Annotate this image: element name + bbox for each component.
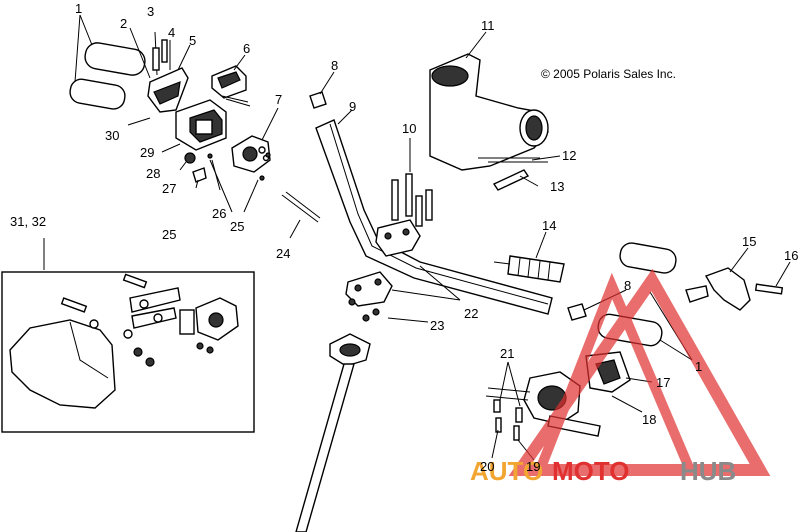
callout-5: 5 [189, 33, 196, 48]
callout-16: 16 [784, 248, 798, 263]
callout-2: 2 [120, 16, 127, 31]
callout-11: 11 [481, 18, 495, 33]
callout-30: 30 [105, 128, 119, 143]
callout-15: 15 [742, 234, 756, 249]
hand-guard-right [704, 267, 751, 311]
callout-29: 29 [140, 145, 154, 160]
callout-18: 18 [642, 412, 656, 427]
callout-4: 4 [168, 25, 175, 40]
right-grip [493, 255, 565, 283]
callout-13: 13 [550, 179, 564, 194]
watermark-moto: MOTO [552, 456, 630, 486]
clamp-bolts [391, 173, 433, 227]
bar-clamps [345, 219, 421, 322]
grip-right-upper [619, 242, 677, 274]
callout-10: 10 [402, 121, 416, 136]
copyright-text: © 2005 Polaris Sales Inc. [541, 67, 676, 81]
callout-7: 7 [275, 92, 282, 107]
callout-1: 1 [75, 1, 82, 16]
callout-8-right: 8 [624, 278, 631, 293]
callout-20: 20 [480, 459, 494, 474]
cable [281, 194, 319, 223]
kill-switch [211, 65, 251, 107]
callout-3: 3 [147, 4, 154, 19]
end-cap [309, 91, 327, 109]
callout-22: 22 [464, 306, 478, 321]
throttle-housing [231, 135, 271, 173]
callout-27: 27 [162, 181, 176, 196]
callout-24: 24 [276, 246, 290, 261]
inset-box [1, 238, 255, 433]
pad-strap [478, 157, 548, 163]
callout-25b: 25 [230, 219, 244, 234]
handlebar-pad [429, 53, 549, 171]
callout-8: 8 [331, 58, 338, 73]
steering-post [295, 333, 371, 532]
watermark-text: AUTO MOTO HUB [470, 456, 736, 486]
handlebar [315, 119, 553, 315]
left-grip [69, 42, 146, 110]
callout-6: 6 [243, 41, 250, 56]
callout-19: 19 [526, 459, 540, 474]
screws-2-3-4 [129, 27, 191, 79]
watermark-auto: AUTO [470, 456, 543, 486]
callout-1-right: 1 [695, 359, 702, 374]
callout-12: 12 [562, 148, 576, 163]
callout-23: 23 [430, 318, 444, 333]
callout-17: 17 [656, 375, 670, 390]
watermark-hub: HUB [680, 456, 736, 486]
switch-housing [175, 99, 227, 151]
callout-21: 21 [500, 346, 514, 361]
callout-14: 14 [542, 218, 556, 233]
callout-25a: 25 [162, 227, 176, 242]
callout-26: 26 [212, 206, 226, 221]
watermark-logo [508, 268, 771, 476]
nut [184, 152, 196, 164]
callout-9: 9 [349, 99, 356, 114]
callout-28: 28 [146, 166, 160, 181]
inset-label: 31, 32 [10, 214, 46, 229]
